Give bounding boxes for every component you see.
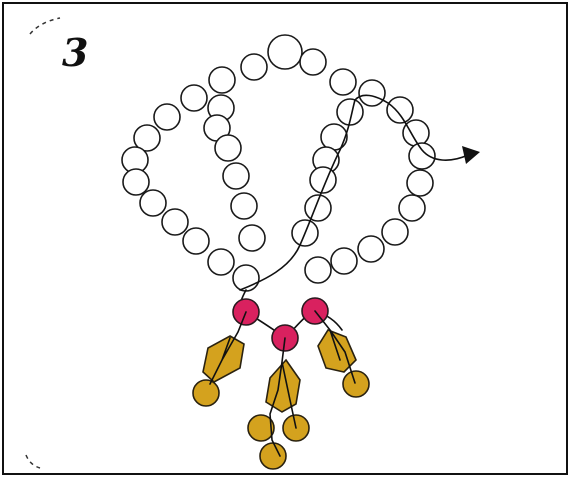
accent-beads (232, 297, 329, 352)
clear-bead (230, 192, 258, 220)
clear-bead (406, 169, 434, 197)
clear-bead (336, 98, 364, 126)
step-number: 3 (62, 30, 88, 75)
clear-bead (381, 218, 409, 246)
clear-bead (299, 48, 327, 76)
clear-beads (121, 34, 436, 292)
clear-bead (240, 53, 268, 81)
clear-bead (208, 66, 236, 94)
clear-bead (386, 96, 414, 124)
clear-bead (153, 103, 181, 131)
clear-bead (214, 134, 242, 162)
clear-bead (133, 124, 161, 152)
thread-path (239, 94, 469, 291)
clear-bead (329, 68, 357, 96)
clear-bead (330, 247, 358, 275)
clear-bead (304, 194, 332, 222)
clear-bead (161, 208, 189, 236)
clear-bead (139, 189, 167, 217)
clear-bead (358, 79, 386, 107)
clear-bead (408, 142, 436, 170)
clear-bead (238, 224, 266, 252)
corner-dash-top-left (29, 17, 61, 35)
clear-bead (207, 248, 235, 276)
clear-bead (320, 123, 348, 151)
clear-bead (182, 227, 210, 255)
drop-thread-middle (269, 337, 297, 457)
arrow-head-icon (462, 146, 480, 164)
clear-bead (222, 162, 250, 190)
drop-bead (247, 414, 275, 442)
drop-bead (259, 442, 287, 470)
drop-thread-right (314, 310, 356, 384)
clear-bead (304, 256, 332, 284)
drop-bead (192, 379, 220, 407)
drop-bead (342, 370, 370, 398)
clear-bead (398, 194, 426, 222)
clear-bead (267, 34, 303, 70)
clear-bead (122, 168, 150, 196)
clear-bead (180, 84, 208, 112)
clear-bead (357, 235, 385, 263)
drop-threads (209, 310, 356, 457)
bicone-bead (202, 335, 245, 383)
drop-thread-left (209, 311, 247, 385)
corner-dash-bottom-left (25, 454, 41, 469)
